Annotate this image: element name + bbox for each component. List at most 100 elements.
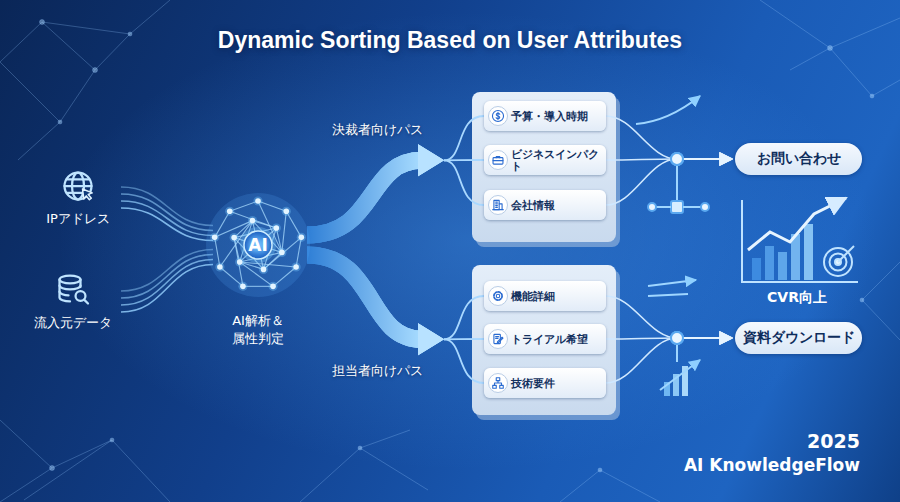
connector (606, 332, 732, 344)
network-dot (270, 284, 276, 290)
decor-shape (765, 246, 774, 280)
option-box: トライアル希望 (484, 324, 606, 354)
decor-shape (660, 360, 700, 390)
path-ribbon (307, 160, 422, 235)
decor-shape (676, 344, 678, 362)
option-box: 会社情報 (484, 190, 606, 220)
decor-shape (828, 46, 833, 51)
network-dot (237, 259, 243, 265)
node-text: ビジネスインパクト (511, 148, 603, 172)
decor-shape (493, 202, 504, 210)
node-caption: AI解析＆ 属性判定 (218, 312, 298, 348)
decor-shape (671, 201, 683, 213)
branch-line (444, 339, 484, 383)
node-glow (277, 248, 286, 257)
node-glow (230, 233, 239, 242)
ribbon-head (418, 144, 444, 176)
path-label: 担当者向けパス (332, 362, 423, 380)
branch-line (444, 160, 484, 205)
merge-arrow (683, 158, 732, 160)
merge-arrow (683, 337, 732, 339)
connector (606, 153, 732, 205)
icon-badge (488, 373, 508, 393)
network-dot (261, 267, 267, 273)
decor-shape (804, 224, 813, 280)
connector (121, 250, 213, 313)
decor-shape (492, 110, 503, 121)
node-text: AI (203, 190, 313, 300)
path-ribbon (307, 160, 422, 235)
decor-shape (748, 198, 846, 250)
network-dot (217, 264, 223, 270)
flow-line (121, 265, 213, 313)
decor-shape (701, 203, 709, 211)
merge-line (606, 159, 677, 205)
network-dot (250, 218, 256, 224)
decor-shape (496, 294, 500, 298)
decor-shape (300, 430, 660, 502)
merge-line (606, 159, 677, 160)
node-glow (292, 262, 301, 271)
node-glow (235, 257, 244, 266)
branch-line (444, 159, 484, 161)
merge-dot (671, 332, 683, 344)
connector (307, 144, 484, 235)
decor-shape (860, 298, 864, 302)
decor-shape (128, 32, 132, 36)
data-source: IPアドレス (33, 168, 123, 238)
decor-shape (58, 120, 62, 124)
data-source: 流入元データ (23, 272, 123, 342)
decor-shape (496, 112, 500, 120)
decor-shape (870, 94, 874, 98)
node-text: 機能詳細 (511, 290, 555, 302)
icon (55, 272, 91, 308)
decor-shape (60, 280, 81, 302)
decor-shape (358, 446, 362, 450)
connector (307, 255, 484, 355)
action-pill: お問い合わせ (735, 143, 862, 175)
merge-line (606, 338, 677, 339)
connector (606, 153, 732, 165)
connector (606, 296, 732, 344)
merge-line (606, 116, 677, 159)
merge-dot (671, 153, 683, 165)
decor-shape (648, 203, 656, 211)
decor-shape (652, 206, 705, 208)
icon (491, 198, 505, 212)
icon (491, 289, 505, 303)
branch-line (444, 296, 484, 339)
decor-shape (760, 0, 900, 96)
merge-dot (671, 153, 683, 165)
flow-line (121, 187, 213, 226)
decor-shape (50, 466, 55, 471)
ribbon-head (418, 323, 444, 355)
decor-shape (83, 189, 93, 200)
network-dot (274, 225, 280, 231)
node-glow (215, 262, 224, 271)
merge-arrow (683, 337, 732, 339)
ribbon-head (418, 144, 444, 176)
network-dot (227, 208, 233, 214)
option-box: 技術要件 (484, 368, 606, 398)
decor-shape (60, 286, 81, 296)
icon-badge (488, 329, 508, 349)
icon (491, 376, 505, 390)
branch-line (444, 338, 484, 340)
decor-shape (40, 20, 45, 25)
icon-badge (488, 286, 508, 306)
node-glow (253, 196, 262, 205)
node-text: トライアル希望 (511, 333, 588, 345)
decor-shape (476, 270, 620, 420)
connector (606, 116, 732, 165)
merge-arrow (683, 158, 732, 160)
node-glow (210, 233, 219, 242)
flow-line (121, 201, 213, 236)
merge-dot (671, 332, 683, 344)
node-text: 資料ダウンロード (743, 329, 855, 347)
node-text: お問い合わせ (757, 150, 841, 168)
path-ribbon (307, 160, 422, 235)
